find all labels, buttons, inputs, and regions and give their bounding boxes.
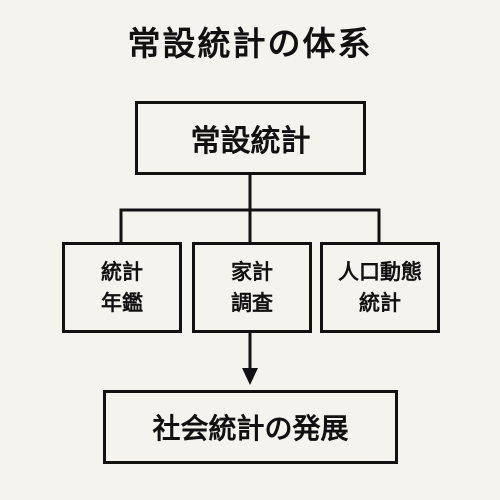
bottom-box: 社会統計の発展 [103, 390, 398, 464]
diagram-title: 常設統計の体系 [127, 24, 373, 63]
bottom-box-label: 社会統計の発展 [152, 412, 349, 445]
box-line-2: 年鑑 [101, 290, 143, 315]
box-vital-statistics: 人口動態 統計 [320, 242, 440, 333]
arrow-head [242, 368, 258, 385]
box-household-survey: 家計 調査 [192, 242, 312, 333]
top-box: 常設統計 [135, 101, 366, 175]
box-statistical-yearbook: 統計 年鑑 [62, 242, 182, 333]
box-line-1: 統計 [101, 259, 143, 284]
top-box-label: 常設統計 [190, 124, 311, 159]
box-line-2: 統計 [359, 290, 401, 315]
box-line-1: 家計 [231, 259, 273, 284]
box-line-2: 調査 [231, 290, 273, 315]
box-line-1: 人口動態 [338, 259, 422, 284]
